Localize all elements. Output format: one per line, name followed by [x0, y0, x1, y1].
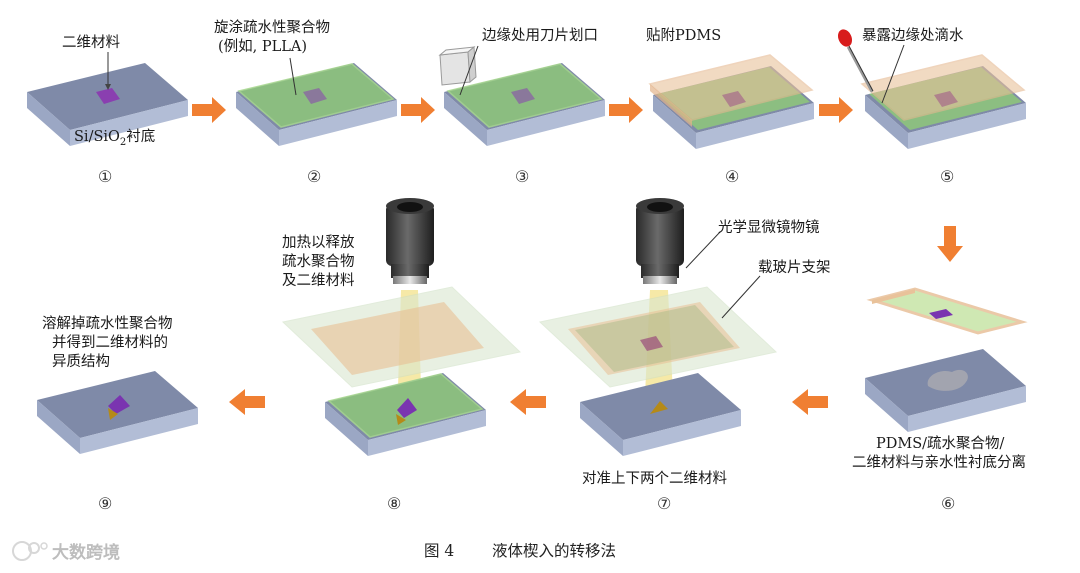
arrow-4-5	[819, 97, 853, 123]
step-2-substrate	[236, 57, 397, 146]
watermark-text: 大数跨境	[52, 542, 120, 563]
arrow-8-9	[229, 389, 265, 415]
label-substrate: Si/SiO2衬底	[74, 128, 155, 148]
step-8-substrate	[325, 373, 486, 456]
step-7-glass-holder	[538, 275, 778, 388]
arrow-7-8	[510, 389, 546, 415]
step-number-8: ⑧	[387, 494, 401, 513]
arrow-6-7	[792, 389, 828, 415]
arrow-5-6	[937, 226, 963, 262]
water-dropper-icon	[837, 29, 874, 93]
label-blade-cut: 边缘处用刀片划口	[482, 27, 598, 44]
label-heat-1: 加热以释放	[282, 234, 355, 251]
step-number-4: ④	[725, 167, 739, 186]
figure-number: 图 4	[424, 542, 454, 560]
step-number-6: ⑥	[941, 494, 955, 513]
label-spin-coat: 旋涂疏水性聚合物	[214, 19, 330, 36]
label-attach-pdms: 贴附PDMS	[646, 27, 721, 44]
step-number-7: ⑦	[657, 494, 671, 513]
label-align: 对准上下两个二维材料	[582, 470, 727, 487]
step-7-substrate	[580, 373, 741, 456]
step-3-substrate	[438, 45, 605, 146]
step-9-substrate	[37, 371, 198, 454]
label-dissolve-2: 并得到二维材料的	[52, 334, 168, 351]
step-6-substrate	[865, 349, 1026, 432]
label-dissolve-1: 溶解掉疏水性聚合物	[42, 315, 173, 332]
step-1-substrate	[27, 52, 188, 146]
arrow-3-4	[609, 97, 643, 123]
label-separation-1: PDMS/疏水聚合物/	[876, 435, 1005, 452]
label-water-drop: 暴露边缘处滴水	[862, 26, 964, 44]
label-heat-2: 疏水聚合物	[282, 253, 355, 270]
watermark-logo-icon	[12, 541, 48, 561]
arrow-1-2	[192, 97, 226, 123]
2d-flake	[96, 88, 120, 104]
label-2d-material: 二维材料	[62, 34, 120, 51]
step-number-3: ③	[515, 167, 529, 186]
arrow-2-3	[401, 97, 435, 123]
label-objective: 光学显微镜物镜	[718, 218, 820, 236]
label-dissolve-3: 异质结构	[52, 353, 110, 370]
label-slide-holder: 载玻片支架	[758, 259, 831, 276]
step-number-1: ①	[98, 167, 112, 186]
label-heat-3: 及二维材料	[282, 272, 355, 289]
label-separation-2: 二维材料与亲水性衬底分离	[852, 454, 1026, 471]
step-number-2: ②	[307, 167, 321, 186]
blade-icon	[438, 45, 477, 86]
label-spin-coat-example: (例如, PLLA)	[218, 38, 307, 55]
figure-title: 液体楔入的转移法	[492, 542, 616, 560]
step-4-substrate	[648, 54, 814, 149]
step-6-separated-stack	[866, 287, 1028, 335]
water-residue	[927, 369, 968, 391]
step-number-5: ⑤	[940, 167, 954, 186]
step-number-9: ⑨	[98, 494, 112, 513]
step-8-glass-holder	[281, 286, 522, 388]
step-5-substrate	[837, 29, 1026, 149]
